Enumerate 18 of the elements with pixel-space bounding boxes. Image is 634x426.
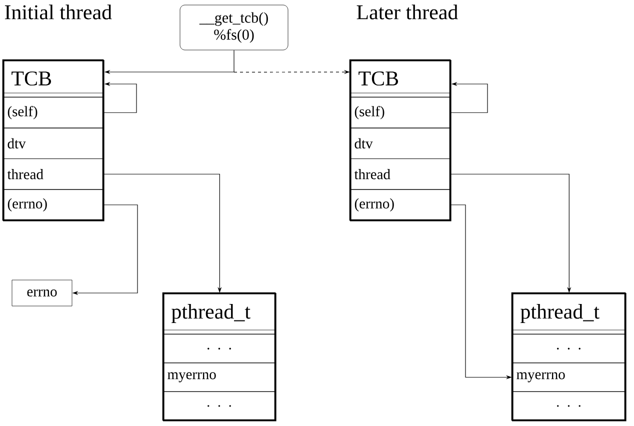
table-row: (errno) xyxy=(350,189,450,220)
table-row: (self) xyxy=(350,97,450,128)
table-row: thread xyxy=(3,158,104,190)
table-row: thread xyxy=(350,158,450,190)
table-row: . . . xyxy=(512,334,626,364)
variable-box: errno xyxy=(12,280,72,306)
table-row: . . . xyxy=(163,334,276,364)
table-row: (self) xyxy=(3,97,104,128)
table-row: (errno) xyxy=(3,189,104,220)
table-row: dtv xyxy=(3,128,104,159)
heading: Initial thread xyxy=(4,4,112,20)
table-row: . . . xyxy=(163,391,276,420)
table-row: dtv xyxy=(350,128,450,159)
table-row: myerrno xyxy=(512,362,626,392)
table-row: . . . xyxy=(512,391,626,420)
table-row: myerrno xyxy=(163,362,276,392)
heading: Later thread xyxy=(356,4,458,20)
rounded-box: __get_tcb() %fs(0) xyxy=(180,4,288,50)
